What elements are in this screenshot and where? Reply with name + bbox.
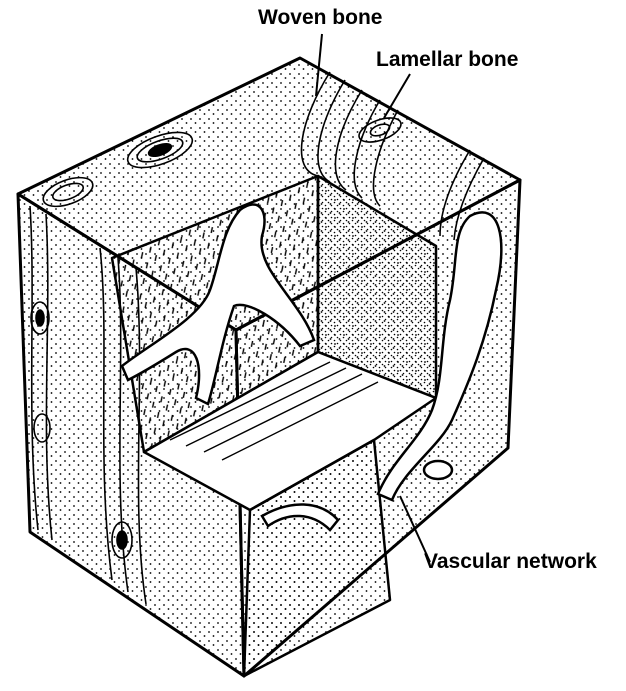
label-lamellar-bone: Lamellar bone xyxy=(376,48,518,72)
label-vascular-network: Vascular network xyxy=(424,550,597,574)
label-woven-bone: Woven bone xyxy=(258,6,382,30)
